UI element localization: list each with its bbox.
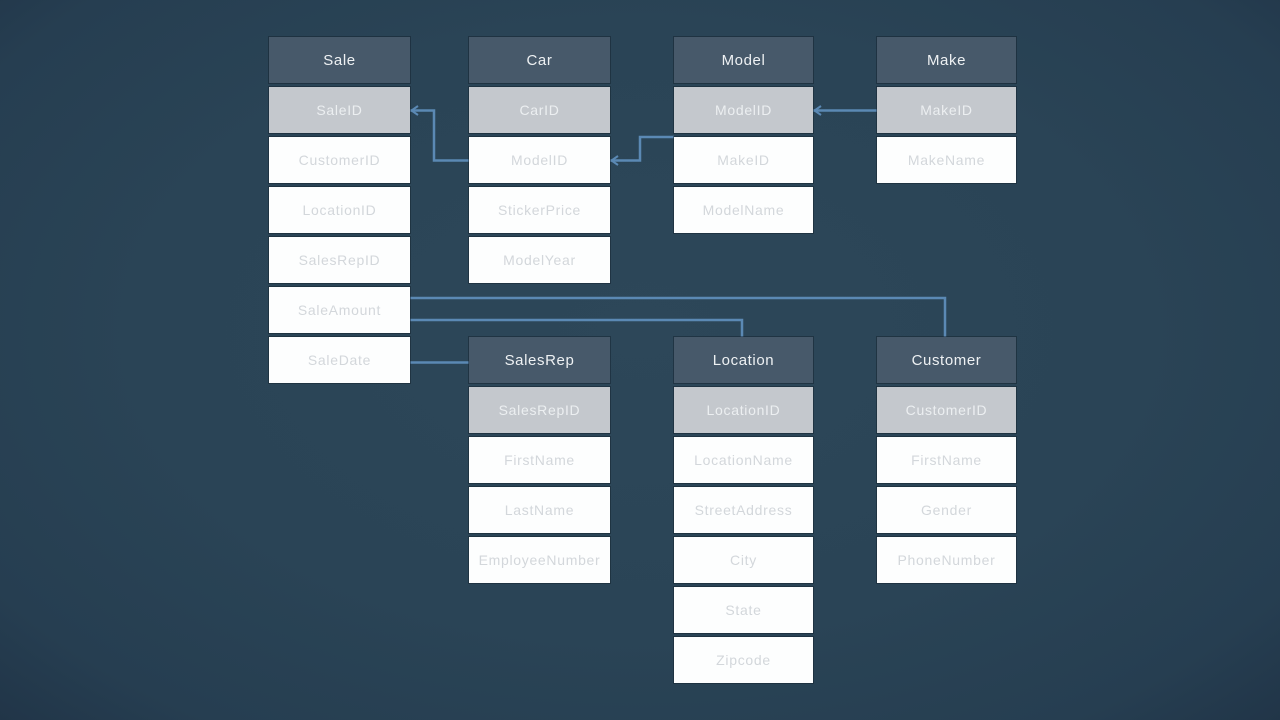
table-model-header: Model [674, 37, 813, 83]
table-customer: Customer CustomerID FirstName Gender Pho… [877, 337, 1016, 587]
connector-sale-saleid-to-car-modelid [410, 109, 469, 162]
table-row: SaleAmount [269, 287, 410, 333]
table-customer-key-row: CustomerID [877, 387, 1016, 433]
connector-sale-to-customer [410, 296, 947, 340]
connector-arrowhead [812, 105, 822, 116]
connector-arrowhead [409, 105, 419, 116]
table-row: LastName [469, 487, 610, 533]
table-row: LocationName [674, 437, 813, 483]
connector-sale-to-location [410, 318, 744, 340]
table-row: SalesRepID [269, 237, 410, 283]
connector-car-modelid-to-model [610, 135, 674, 162]
table-sale-key-row: SaleID [269, 87, 410, 133]
table-model: Model ModelID MakeID ModelName [674, 37, 813, 237]
table-location: Location LocationID LocationName StreetA… [674, 337, 813, 687]
table-row: ModelName [674, 187, 813, 233]
connector-arrowhead [609, 155, 619, 166]
table-model-key-row: ModelID [674, 87, 813, 133]
table-row: Zipcode [674, 637, 813, 683]
table-row: City [674, 537, 813, 583]
table-row: FirstName [469, 437, 610, 483]
table-row: Gender [877, 487, 1016, 533]
table-row: MakeName [877, 137, 1016, 183]
table-row: StickerPrice [469, 187, 610, 233]
table-sale-header: Sale [269, 37, 410, 83]
table-salesrep-key-row: SalesRepID [469, 387, 610, 433]
table-row: ModelYear [469, 237, 610, 283]
table-location-header: Location [674, 337, 813, 383]
table-salesrep: SalesRep SalesRepID FirstName LastName E… [469, 337, 610, 587]
table-car-header: Car [469, 37, 610, 83]
table-row: StreetAddress [674, 487, 813, 533]
table-row: EmployeeNumber [469, 537, 610, 583]
table-car-key-row: CarID [469, 87, 610, 133]
table-row: SaleDate [269, 337, 410, 383]
table-customer-header: Customer [877, 337, 1016, 383]
table-row: LocationID [269, 187, 410, 233]
table-sale: Sale SaleID CustomerID LocationID SalesR… [269, 37, 410, 387]
table-location-key-row: LocationID [674, 387, 813, 433]
table-row: MakeID [674, 137, 813, 183]
table-make: Make MakeID MakeName [877, 37, 1016, 187]
table-make-header: Make [877, 37, 1016, 83]
table-row: FirstName [877, 437, 1016, 483]
table-row: PhoneNumber [877, 537, 1016, 583]
table-row: State [674, 587, 813, 633]
table-salesrep-header: SalesRep [469, 337, 610, 383]
table-make-key-row: MakeID [877, 87, 1016, 133]
table-row: CustomerID [269, 137, 410, 183]
table-row: ModelID [469, 137, 610, 183]
table-car: Car CarID ModelID StickerPrice ModelYear [469, 37, 610, 287]
